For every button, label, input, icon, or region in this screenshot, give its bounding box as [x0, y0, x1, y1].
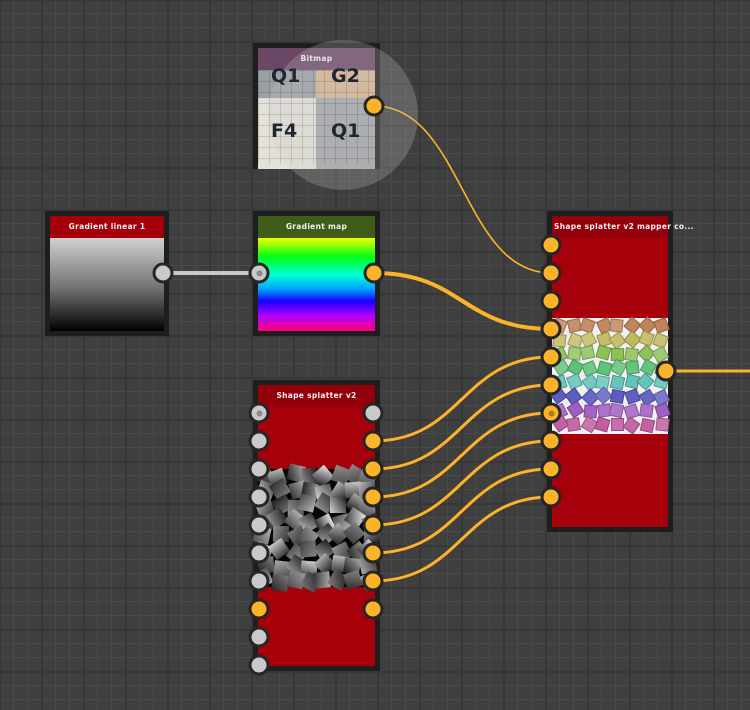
splatter-input-port[interactable]: [248, 654, 270, 676]
gradient-map-node[interactable]: Gradient map: [253, 211, 380, 336]
mapper-input-port[interactable]: [540, 402, 562, 424]
mapper-input-port[interactable]: [540, 486, 562, 508]
splatter-output-port[interactable]: [362, 458, 384, 480]
mapper-tile: [611, 417, 625, 431]
node-title: Gradient map: [258, 216, 375, 238]
connection-wire[interactable]: [373, 271, 552, 331]
mapper-input-port[interactable]: [540, 346, 562, 368]
port-connected-dot: [548, 410, 554, 416]
splatter-input-port[interactable]: [248, 486, 270, 508]
bitmap-output-port[interactable]: [363, 95, 385, 117]
mapper-input-port[interactable]: [540, 290, 562, 312]
mapper-tile: [610, 374, 626, 390]
mapper-tile: [609, 402, 625, 418]
gradient-linear-output-port[interactable]: [152, 262, 174, 284]
port-connected-dot: [256, 270, 262, 276]
connection-wire[interactable]: [372, 411, 552, 499]
mapper-thumbnail: [549, 315, 671, 435]
mapper-tile: [652, 317, 670, 334]
mapper-input-port[interactable]: [540, 374, 562, 396]
splatter-shape: [342, 569, 363, 590]
splatter-output-port[interactable]: [362, 570, 384, 592]
mapper-tile: [595, 344, 612, 361]
mapper-tile: [609, 318, 624, 333]
shape-splatter-node[interactable]: Shape splatter v2: [252, 380, 383, 671]
splatter-thumbnail: [252, 463, 383, 594]
thumbnail-label: Q1: [271, 65, 301, 87]
splatter-output-port[interactable]: [362, 402, 384, 424]
splatter-output-port[interactable]: [362, 514, 384, 536]
splatter-input-port[interactable]: [248, 542, 270, 564]
splatter-input-port[interactable]: [248, 458, 270, 480]
connection-wire[interactable]: [372, 383, 552, 471]
mapper-tile: [622, 416, 641, 435]
connection-wire[interactable]: [373, 105, 552, 274]
mapper-input-port[interactable]: [540, 318, 562, 340]
mapper-tile: [636, 372, 656, 391]
connection-wire[interactable]: [372, 495, 552, 583]
connection-wire[interactable]: [372, 439, 552, 527]
thumbnail-label: F4: [271, 120, 298, 142]
mapper-output-port[interactable]: [655, 360, 677, 382]
mapper-input-port[interactable]: [540, 234, 562, 256]
gradient-map-thumbnail: [258, 238, 375, 331]
mapper-tile: [654, 401, 671, 419]
bitmap-thumbnail: Q1 G2 F4 Q1: [258, 40, 418, 190]
splatter-shape: [330, 496, 347, 513]
splatter-output-port[interactable]: [362, 430, 384, 452]
gradient-thumbnail: [50, 238, 164, 331]
connection-wire[interactable]: [372, 355, 552, 443]
thumbnail-label: Q1: [331, 120, 361, 142]
mapper-tile: [609, 388, 625, 405]
port-connected-dot: [256, 410, 262, 416]
splatter-output-port[interactable]: [362, 542, 384, 564]
splatter-input-port[interactable]: [248, 626, 270, 648]
mapper-input-port[interactable]: [540, 262, 562, 284]
mapper-input-port[interactable]: [540, 430, 562, 452]
splatter-input-port[interactable]: [248, 570, 270, 592]
bitmap-node[interactable]: Bitmap Q1 G2 F4 Q1: [253, 40, 418, 190]
mapper-tile: [655, 416, 671, 432]
node-title: Shape splatter v2: [258, 385, 375, 407]
mapper-tile: [639, 403, 655, 419]
mapper-input-port[interactable]: [540, 458, 562, 480]
splatter-input-port[interactable]: [248, 430, 270, 452]
thumbnail-label: G2: [331, 65, 360, 87]
gradient-linear-node[interactable]: Gradient linear 1: [45, 211, 169, 336]
gradient-map-input-port[interactable]: [248, 262, 270, 284]
mapper-tile: [639, 417, 656, 434]
connection-wire[interactable]: [372, 467, 552, 555]
gradient-map-output-port[interactable]: [363, 262, 385, 284]
splatter-output-port[interactable]: [362, 598, 384, 620]
splatter-input-port[interactable]: [248, 598, 270, 620]
splatter-output-port[interactable]: [362, 486, 384, 508]
shape-splatter-mapper-node[interactable]: Shape splatter v2 mapper co...: [547, 211, 693, 532]
node-title: Bitmap: [258, 48, 375, 70]
splatter-input-port[interactable]: [248, 514, 270, 536]
splatter-input-port[interactable]: [248, 402, 270, 424]
mapper-tile: [565, 417, 581, 432]
node-title: Shape splatter v2 mapper co...: [552, 216, 693, 238]
mapper-tile: [594, 416, 611, 433]
mapper-tile: [580, 345, 596, 361]
node-title: Gradient linear 1: [50, 216, 164, 238]
